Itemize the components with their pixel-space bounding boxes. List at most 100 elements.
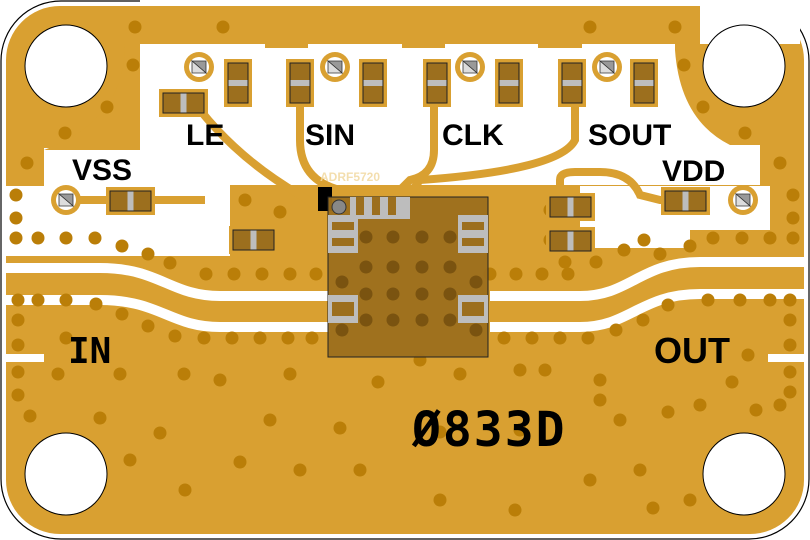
via: [93, 411, 107, 425]
via: [763, 231, 777, 245]
via: [177, 367, 191, 381]
via: [661, 298, 675, 312]
via: [216, 20, 230, 34]
smd-component: [630, 59, 658, 107]
via: [51, 367, 65, 381]
chip-thermal-via: [335, 323, 349, 337]
via: [59, 231, 73, 245]
via: [11, 388, 25, 402]
test-point: [592, 52, 622, 82]
label-rf-out: OUT: [654, 330, 730, 371]
via: [9, 188, 23, 202]
via: [668, 20, 682, 34]
label-vss: VSS: [72, 154, 132, 187]
mounting-hole-bl: [24, 432, 108, 516]
via: [593, 373, 607, 387]
via: [225, 331, 239, 345]
smd-component: [661, 187, 710, 215]
chip-thermal-via: [415, 313, 429, 327]
via: [283, 367, 297, 381]
via: [609, 323, 623, 337]
passive-components: [106, 59, 710, 255]
via: [197, 331, 211, 345]
via: [305, 331, 319, 345]
via: [538, 363, 552, 377]
mounting-hole-tl: [24, 24, 108, 108]
via: [371, 375, 385, 389]
via: [9, 231, 23, 245]
via: [23, 409, 37, 423]
smd-component: [286, 59, 314, 107]
via: [128, 20, 142, 34]
via: [701, 293, 715, 307]
via: [763, 293, 777, 307]
via: [11, 313, 25, 327]
chip-thermal-via: [415, 260, 429, 274]
via: [738, 126, 752, 140]
test-points: [51, 52, 758, 215]
smd-component: [229, 226, 278, 254]
via: [617, 243, 631, 257]
via: [735, 231, 749, 245]
label-vdd: VDD: [662, 155, 725, 188]
via: [633, 463, 647, 477]
via: [273, 205, 287, 219]
via: [773, 398, 787, 412]
via: [646, 501, 660, 515]
via: [581, 331, 595, 345]
via: [283, 267, 297, 281]
via: [163, 256, 177, 270]
via: [525, 331, 539, 345]
via: [636, 313, 650, 327]
label-clk: CLK: [442, 119, 504, 152]
via: [115, 239, 129, 253]
test-point: [320, 52, 350, 82]
label-sin: SIN: [305, 119, 355, 152]
smd-component: [558, 59, 586, 107]
via: [309, 267, 323, 281]
via: [508, 503, 522, 517]
ic-chip: ADRF5720: [318, 170, 489, 358]
via: [733, 293, 747, 307]
smd-component: [546, 193, 595, 221]
smd-component: [359, 59, 387, 107]
label-rf-in: IN: [68, 331, 111, 372]
via: [113, 367, 127, 381]
via: [58, 126, 72, 140]
chip-thermal-via: [469, 323, 483, 337]
via: [783, 385, 797, 399]
via: [637, 233, 651, 247]
via: [11, 365, 25, 379]
via: [199, 267, 213, 281]
via: [31, 293, 45, 307]
via: [513, 363, 527, 377]
via: [589, 255, 603, 269]
via: [453, 367, 467, 381]
via: [31, 231, 45, 245]
via: [509, 267, 523, 281]
via: [706, 231, 720, 245]
via: [653, 247, 667, 261]
mounting-hole-br: [702, 432, 786, 516]
via: [88, 231, 102, 245]
via: [293, 463, 307, 477]
via: [281, 331, 295, 345]
label-sout: SOUT: [588, 119, 671, 152]
via: [168, 329, 182, 343]
via-array: [9, 20, 800, 517]
chip-thermal-via: [386, 313, 400, 327]
via: [693, 398, 707, 412]
smd-component: [224, 59, 252, 107]
via: [263, 413, 277, 427]
via: [227, 267, 241, 281]
via: [773, 156, 787, 170]
via: [238, 193, 252, 207]
via: [696, 100, 710, 114]
via: [683, 493, 697, 507]
via: [353, 463, 367, 477]
via: [9, 211, 23, 225]
mounting-holes: [24, 24, 786, 516]
via: [126, 58, 140, 72]
chip-thermal-via: [415, 230, 429, 244]
